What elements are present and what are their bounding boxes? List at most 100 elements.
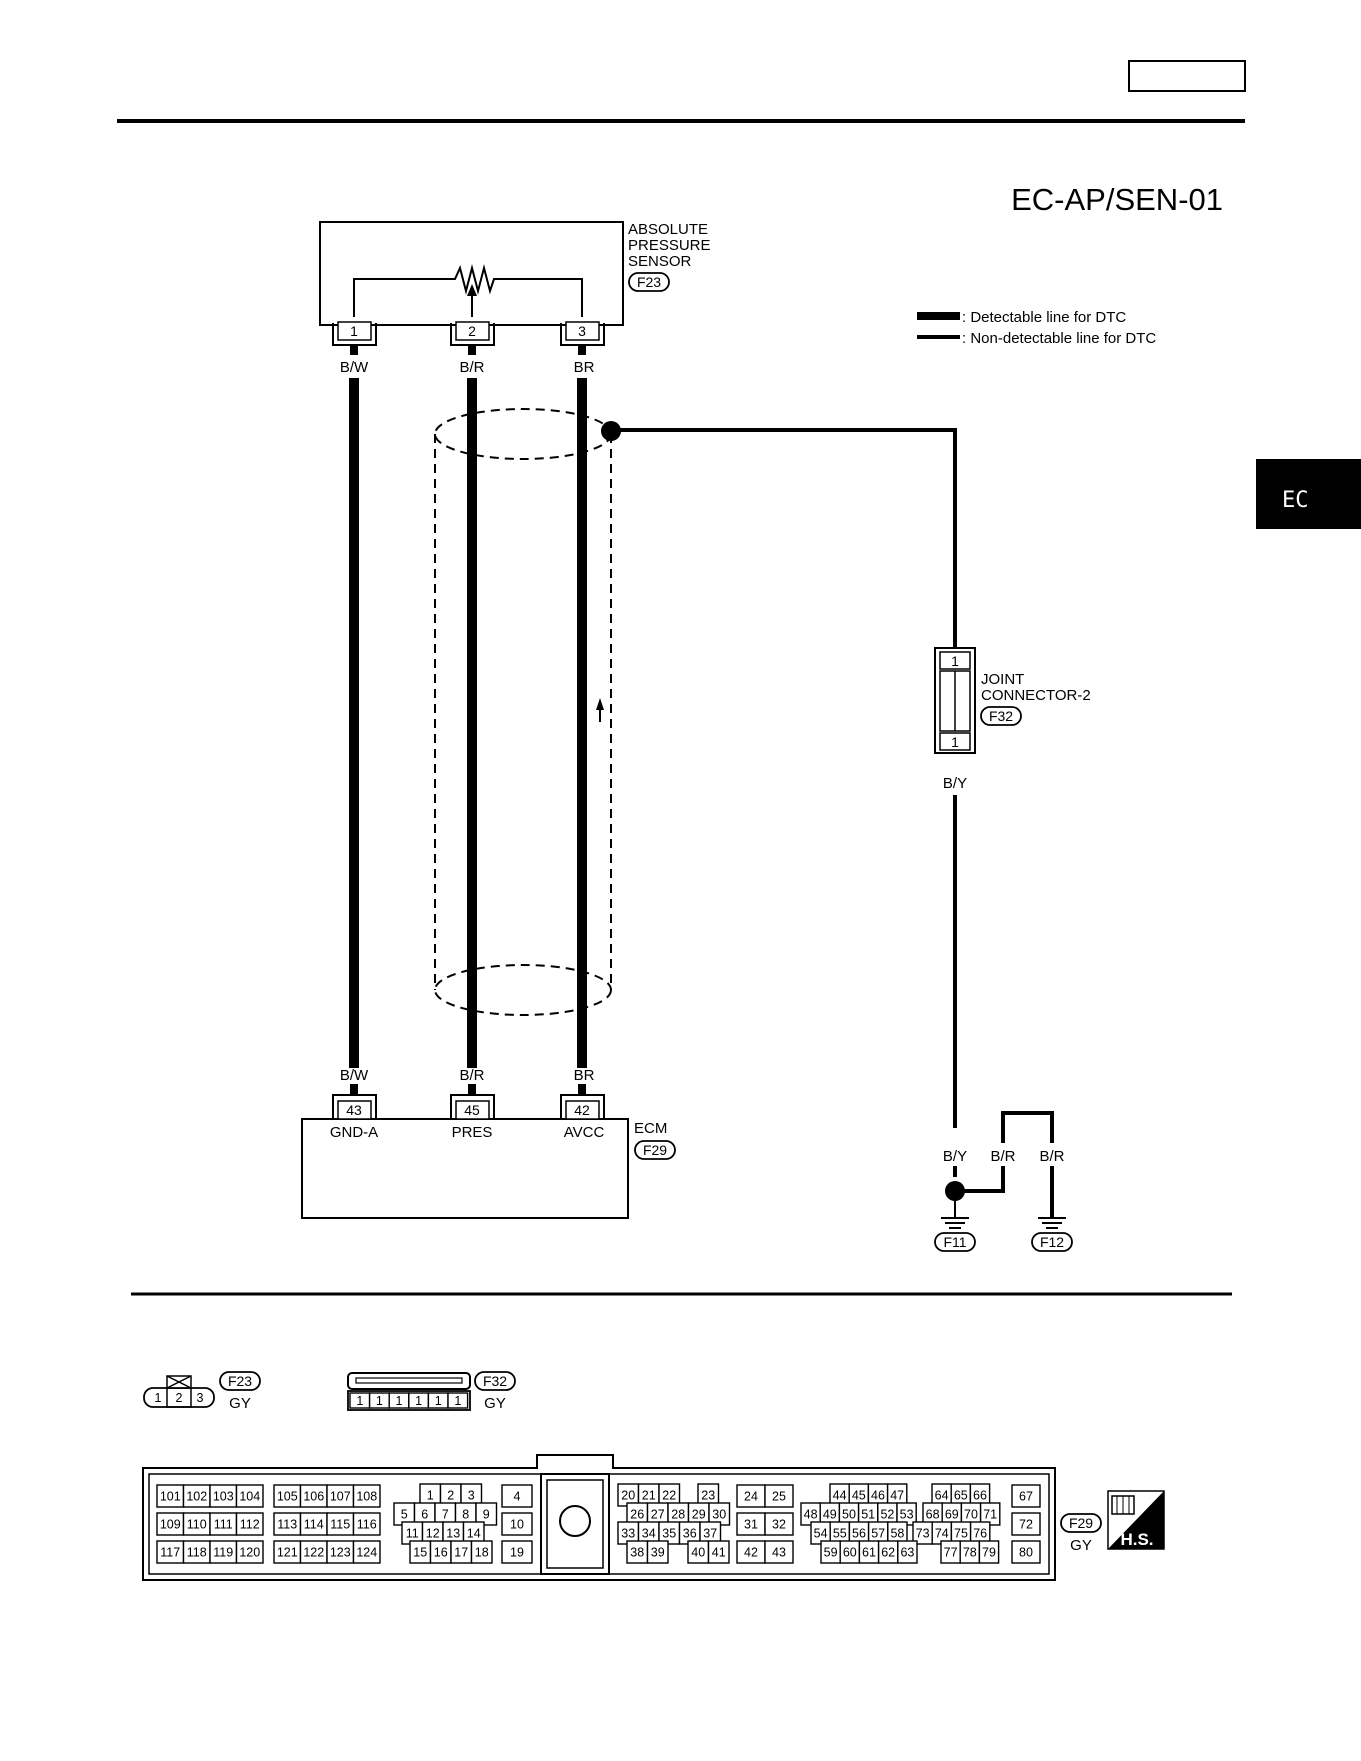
f32-cavity-2: 1: [376, 1394, 383, 1408]
f29-cavity-21: 21: [642, 1489, 656, 1503]
f29-cavity-63: 63: [900, 1546, 914, 1560]
ecm-connector-badge: [634, 1140, 676, 1160]
f29-cavity-30: 30: [712, 1508, 726, 1522]
f29-cavity-49: 49: [823, 1508, 837, 1522]
f23-cavity-3: 3: [197, 1391, 204, 1405]
f29-cavity-4-cell: [501, 1484, 533, 1508]
ecm-terminal-pres: PRES: [452, 1124, 493, 1141]
f29-cavity-42: 42: [744, 1546, 758, 1560]
ecm-pin-42-label: 42: [574, 1102, 590, 1118]
f29-cavity-32: 32: [772, 1518, 786, 1532]
f29-cavity-29: 29: [692, 1508, 706, 1522]
f29-cavity-57: 57: [871, 1527, 885, 1541]
f29-cavity-63-cell: [897, 1540, 918, 1564]
ecm-terminal-gnd-a: GND-A: [330, 1124, 378, 1141]
legend-non-detectable-label: : Non-detectable line for DTC: [962, 330, 1156, 347]
f29-cavity-18-cell: [470, 1540, 493, 1564]
f29-cavity-103: 103: [213, 1490, 234, 1504]
f29-cavity-119: 119: [213, 1546, 233, 1560]
f29-cavity-124: 124: [356, 1546, 377, 1560]
f29-cavity-116-cell: [352, 1512, 381, 1536]
f29-cavity-11: 11: [406, 1527, 419, 1541]
f29-cavity-70: 70: [964, 1508, 978, 1522]
f29-cavity-67: 67: [1019, 1490, 1033, 1504]
f29-cavity-79-cell: [978, 1540, 1000, 1564]
sensor-connector-badge: [628, 272, 670, 292]
f29-cavity-117: 117: [160, 1546, 180, 1560]
connector-view-f23: 1 2 3 F23 GY: [143, 1371, 261, 1412]
f29-cavity-9-cell: [475, 1502, 498, 1526]
f29-cavity-38: 38: [630, 1546, 644, 1560]
ecm-pin-42: 42: [560, 1094, 605, 1120]
f29-cavity-110: 110: [187, 1518, 207, 1532]
f29-cavity-1: 1: [427, 1489, 434, 1503]
f29-cavity-106: 106: [303, 1490, 324, 1504]
f29-cavity-115: 115: [330, 1518, 350, 1532]
wire-ground-link: [963, 1111, 1054, 1218]
f29-cavity-34: 34: [642, 1527, 656, 1541]
ground-splice-dot: [945, 1181, 965, 1201]
f29-cavity-101: 101: [160, 1490, 181, 1504]
section-tab-label: EC: [1282, 488, 1309, 513]
f29-cavity-13: 13: [446, 1527, 460, 1541]
f29-cavity-5: 5: [401, 1508, 408, 1522]
f29-cavity-18: 18: [475, 1546, 489, 1560]
f29-cavity-8: 8: [462, 1508, 469, 1522]
f29-cavity-80: 80: [1019, 1546, 1033, 1560]
legend-detectable-label: : Detectable line for DTC: [962, 309, 1126, 326]
f29-cavity-4: 4: [514, 1490, 521, 1504]
f29-view-color: GY: [1070, 1537, 1092, 1554]
f29-cavity-27: 27: [651, 1508, 665, 1522]
f29-cavity-31: 31: [744, 1518, 758, 1532]
f29-cavity-45: 45: [852, 1489, 866, 1503]
sensor-wiper-arrow-icon: [467, 284, 477, 296]
joint-name-line1: JOINT: [981, 671, 1024, 688]
f29-cavity-17: 17: [454, 1546, 468, 1560]
f32-view-connector-id: F32: [483, 1373, 507, 1389]
wire-color-gnd-bottom: B/W: [340, 1067, 369, 1084]
f23-view-color: GY: [229, 1395, 251, 1412]
f29-cavity-20: 20: [621, 1489, 635, 1503]
f29-cavity-35: 35: [662, 1527, 676, 1541]
section-tab: [1256, 459, 1361, 529]
f29-lock-icon: [559, 1505, 591, 1537]
joint-wire-color: B/Y: [943, 775, 967, 792]
f29-cavity-19: 19: [510, 1546, 524, 1560]
f29-cavity-10: 10: [510, 1518, 524, 1532]
sensor-pin-1-label: 1: [350, 323, 358, 339]
f29-cavity-108-cell: [352, 1484, 381, 1508]
f29-cavity-111: 111: [214, 1518, 233, 1532]
hs-badge-label: H.S.: [1120, 1530, 1153, 1549]
f29-cavity-78: 78: [963, 1546, 977, 1560]
f29-cavity-44: 44: [833, 1489, 847, 1503]
ecm-body: [301, 1118, 629, 1219]
f32-cavity-5: 1: [435, 1394, 442, 1408]
f23-cavity-2: 2: [176, 1391, 183, 1405]
ground-f12-label: F12: [1040, 1234, 1064, 1250]
f29-cavity-74: 74: [935, 1527, 949, 1541]
f29-cavity-120: 120: [239, 1546, 260, 1560]
ground-wire-color-1: B/Y: [943, 1148, 967, 1165]
f29-cavity-67-cell: [1011, 1484, 1041, 1508]
f29-cavity-26: 26: [630, 1508, 644, 1522]
f29-cavity-112: 112: [240, 1518, 260, 1532]
sensor-connector-id: F23: [637, 274, 661, 290]
f29-cavity-72-cell: [1011, 1512, 1041, 1536]
ecm-name: ECM: [634, 1120, 667, 1137]
f29-cavity-41-cell: [707, 1540, 730, 1564]
f29-cavity-116: 116: [357, 1518, 377, 1532]
f29-cavity-40: 40: [691, 1546, 705, 1560]
f29-cavity-7: 7: [442, 1508, 449, 1522]
f29-cavity-24: 24: [744, 1490, 758, 1504]
joint-pin-top: 1: [951, 653, 959, 669]
f29-cavity-51: 51: [861, 1508, 875, 1522]
f29-cavity-3: 3: [468, 1489, 475, 1503]
legend-non-detectable-swatch: [917, 335, 960, 339]
f29-cavity-39: 39: [651, 1546, 665, 1560]
f29-cavity-69: 69: [945, 1508, 959, 1522]
legend-detectable-swatch: [917, 312, 960, 320]
wire-color-gnd-top: B/W: [340, 359, 369, 376]
joint-connector-badge: [980, 706, 1022, 726]
f32-cavity-3: 1: [396, 1394, 403, 1408]
